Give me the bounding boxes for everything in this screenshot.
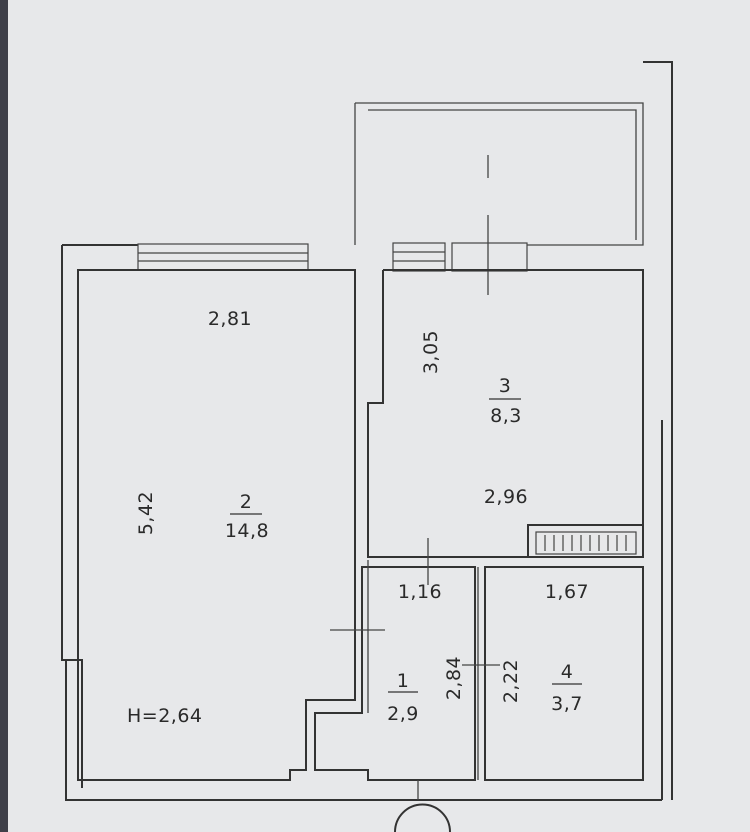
room-4-number: 4 — [561, 661, 574, 683]
dim-room4-length: 2,22 — [500, 659, 522, 703]
room-2-outline — [77, 269, 356, 781]
room-4-outline — [484, 566, 644, 781]
room-2-number: 2 — [240, 491, 253, 513]
radiator — [535, 531, 637, 555]
dim-room2-length: 5,42 — [135, 491, 157, 535]
room-3-outline — [383, 269, 644, 558]
dim-room4-width: 1,67 — [545, 581, 589, 603]
dim-room2-width: 2,81 — [208, 308, 252, 330]
dim-room1-width: 1,16 — [398, 581, 442, 603]
dim-room3-length: 3,05 — [420, 330, 442, 374]
paper-sheet — [8, 0, 750, 832]
entrance-door-arc — [394, 803, 451, 832]
dim-room3-width: 2,96 — [484, 486, 528, 508]
room-3-area: 8,3 — [490, 405, 522, 427]
room-1-number: 1 — [397, 670, 410, 692]
room-1-outline — [314, 566, 476, 781]
dim-room1-length: 2,84 — [443, 656, 465, 700]
room-3-number: 3 — [499, 375, 512, 397]
room-1-area: 2,9 — [387, 703, 419, 725]
outer-walls — [61, 61, 673, 801]
ceiling-height-label: H=2,64 — [127, 705, 203, 727]
paper-dark-edge — [0, 0, 8, 832]
room-2-area: 14,8 — [225, 520, 269, 542]
room-4-area: 3,7 — [551, 693, 583, 715]
